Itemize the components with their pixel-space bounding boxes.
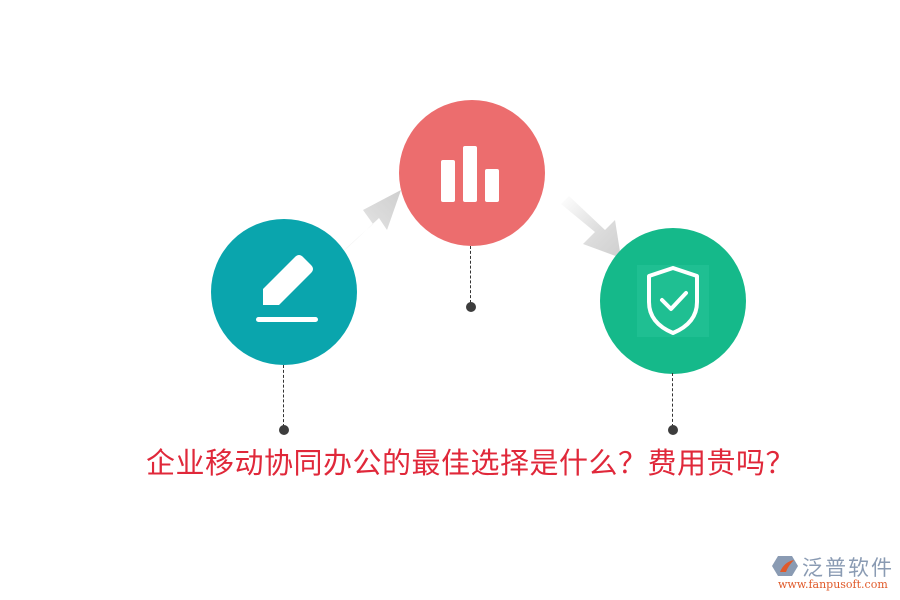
- brand-logo: 泛普软件 www.fanpusoft.com: [772, 552, 897, 596]
- step-1-dot: [279, 425, 289, 435]
- arrow-right-up-icon: [335, 190, 401, 258]
- page-title: 企业移动协同办公的最佳选择是什么？费用贵吗？: [146, 446, 796, 480]
- fanpu-logo-icon: [772, 556, 798, 576]
- step-1-circle: [211, 219, 357, 365]
- logo-name: 泛普软件: [802, 556, 894, 580]
- logo-url: www.fanpusoft.com: [778, 578, 888, 591]
- bar-chart-icon: [441, 146, 499, 202]
- step-3-connector: [672, 373, 673, 427]
- step-3-dot: [668, 425, 678, 435]
- pencil-icon: [256, 255, 318, 322]
- arrow-right-down-icon: [561, 196, 621, 258]
- step-2-circle: [399, 100, 545, 246]
- step-2-dot: [466, 302, 476, 312]
- step-1-connector: [283, 365, 284, 427]
- step-3-circle: [600, 228, 746, 374]
- shield-check-icon: [637, 265, 709, 337]
- step-2-connector: [470, 246, 471, 303]
